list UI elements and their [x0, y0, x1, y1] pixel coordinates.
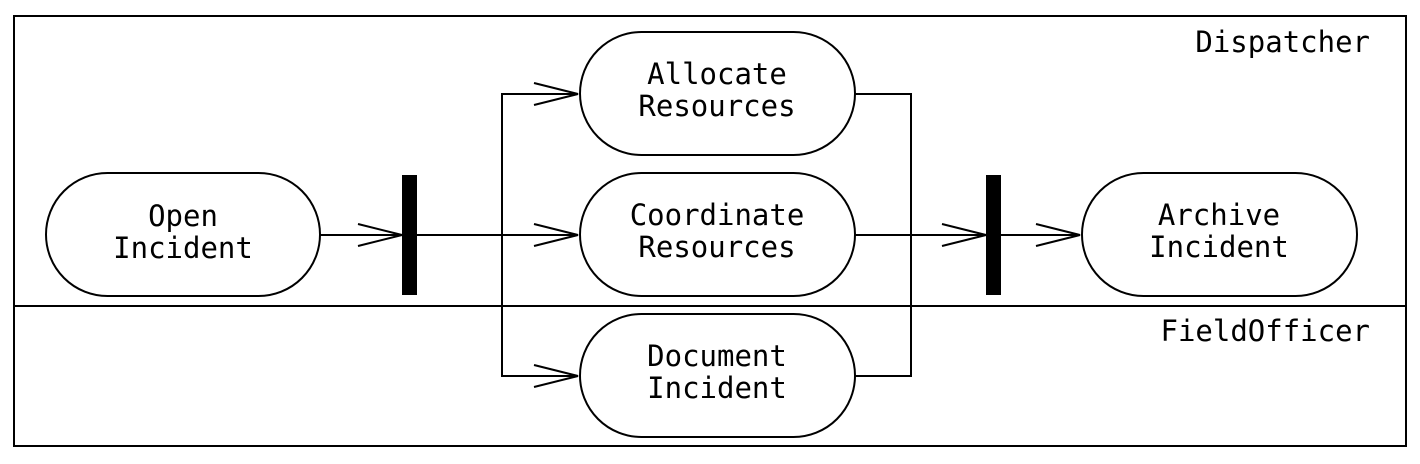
fork-bar — [402, 175, 417, 295]
activity-open-incident: Open Incident — [45, 172, 321, 297]
activity-coordinate-resources: Coordinate Resources — [579, 172, 856, 297]
lane-label-field-officer: FieldOfficer — [1160, 314, 1370, 348]
arrowhead-archive — [1035, 223, 1081, 247]
flow-lines — [320, 93, 1080, 377]
activity-archive-incident: Archive Incident — [1081, 172, 1358, 297]
swimlane-frame — [13, 15, 1407, 447]
activity-label-line: Incident — [113, 231, 253, 265]
activity-label-line: Coordinate — [630, 198, 805, 232]
activity-label-line: Incident — [647, 371, 787, 405]
activity-label-line: Incident — [1149, 230, 1289, 264]
activity-label-line: Open — [148, 199, 218, 233]
lane-label-dispatcher: Dispatcher — [1195, 25, 1370, 59]
flow-fork-to-document — [501, 235, 578, 377]
activity-document-incident: Document Incident — [579, 313, 856, 438]
flow-fork-to-allocate — [501, 93, 578, 235]
activity-label-line: Document — [647, 339, 787, 373]
flow-document-to-join — [855, 235, 912, 377]
arrowhead-allocate — [533, 82, 579, 106]
arrowhead-document — [533, 364, 579, 388]
activity-label-line: Resources — [638, 89, 795, 123]
activity-allocate-resources: Allocate Resources — [579, 31, 856, 156]
activity-label-line: Allocate — [647, 57, 787, 91]
join-bar — [986, 175, 1001, 295]
activity-label-line: Archive — [1158, 198, 1280, 232]
flow-allocate-to-join — [855, 93, 912, 235]
activity-label-line: Resources — [638, 230, 795, 264]
arrowhead-coordinate — [533, 223, 579, 247]
